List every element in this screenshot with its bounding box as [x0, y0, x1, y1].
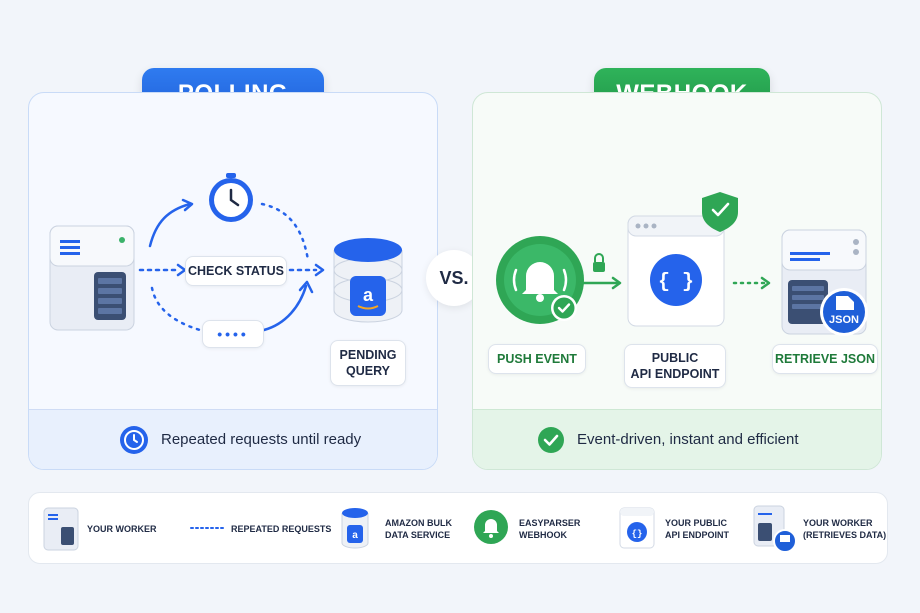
database-icon: a: [333, 238, 403, 323]
pending-query-line1: PENDING: [339, 347, 397, 362]
legend-database-icon: a: [341, 508, 369, 549]
legend-label-5-line2: API ENDPOINT: [665, 530, 730, 541]
legend-label-3: AMAZON BULK DATA SERVICE: [385, 517, 452, 541]
waiting-dots-label: ••••: [202, 320, 264, 348]
clock-icon: [120, 425, 148, 454]
check-circle-icon: [538, 426, 564, 453]
retrieve-json-label: RETRIEVE JSON: [772, 344, 878, 374]
legend-label-5-line1: YOUR PUBLIC: [665, 518, 728, 528]
public-api-line1: PUBLIC: [651, 350, 699, 365]
public-api-line2: API ENDPOINT: [630, 367, 720, 381]
server-json-icon: [781, 229, 868, 336]
legend-label-6: YOUR WORKER (RETRIEVES DATA): [803, 517, 886, 541]
legend-label-4: EASYPARSER WEBHOOK: [519, 517, 580, 541]
bell-icon: [496, 236, 584, 324]
legend-label-6-line2: (RETRIEVES DATA): [803, 530, 887, 541]
svg-text:{ }: { }: [658, 271, 694, 294]
legend-label-3-line1: AMAZON BULK: [385, 518, 452, 528]
svg-text:{}: {}: [632, 529, 643, 539]
legend-label-2-line1: REPEATED REQUESTS: [231, 524, 332, 534]
server-icon: [49, 225, 135, 331]
legend-dotted-line-icon: [190, 527, 224, 529]
polling-diagram: a: [49, 173, 403, 332]
legend-label-1-line1: YOUR WORKER: [87, 524, 157, 534]
legend: YOUR WORKER REPEATED REQUESTS a AMAZON B…: [28, 492, 888, 564]
legend-label-5: YOUR PUBLIC API ENDPOINT: [665, 517, 729, 541]
legend-label-3-line2: DATA SERVICE: [385, 530, 451, 541]
json-badge-text: JSON: [829, 314, 859, 326]
legend-label-1: YOUR WORKER: [87, 523, 157, 535]
clock-icon: [209, 173, 253, 222]
pending-query-line2: QUERY: [346, 364, 390, 378]
check-status-label: CHECK STATUS: [185, 256, 287, 286]
svg-text:a: a: [363, 285, 374, 305]
legend-server-icon: [43, 507, 79, 551]
legend-label-6-line1: YOUR WORKER: [803, 518, 873, 528]
polling-footer: Repeated requests until ready: [29, 409, 437, 469]
lock-icon: [593, 253, 605, 272]
legend-server-json-icon: [753, 505, 797, 553]
webhook-footer-text: Event-driven, instant and efficient: [577, 431, 799, 448]
legend-label-4-line2: WEBHOOK: [519, 530, 567, 541]
pending-query-label: PENDING QUERY: [330, 340, 406, 386]
shield-icon: [702, 192, 738, 232]
svg-text:a: a: [352, 530, 358, 541]
legend-label-2: REPEATED REQUESTS: [231, 523, 331, 535]
webhook-diagram: { }: [496, 192, 868, 336]
public-api-label: PUBLIC API ENDPOINT: [624, 344, 726, 388]
api-window-icon: { }: [627, 215, 725, 327]
push-event-label: PUSH EVENT: [488, 344, 586, 374]
polling-footer-text: Repeated requests until ready: [161, 431, 362, 448]
legend-bell-icon: [474, 510, 508, 544]
legend-label-4-line1: EASYPARSER: [519, 518, 581, 528]
webhook-footer: Event-driven, instant and efficient: [473, 409, 881, 469]
legend-api-window-icon: {}: [619, 507, 655, 549]
